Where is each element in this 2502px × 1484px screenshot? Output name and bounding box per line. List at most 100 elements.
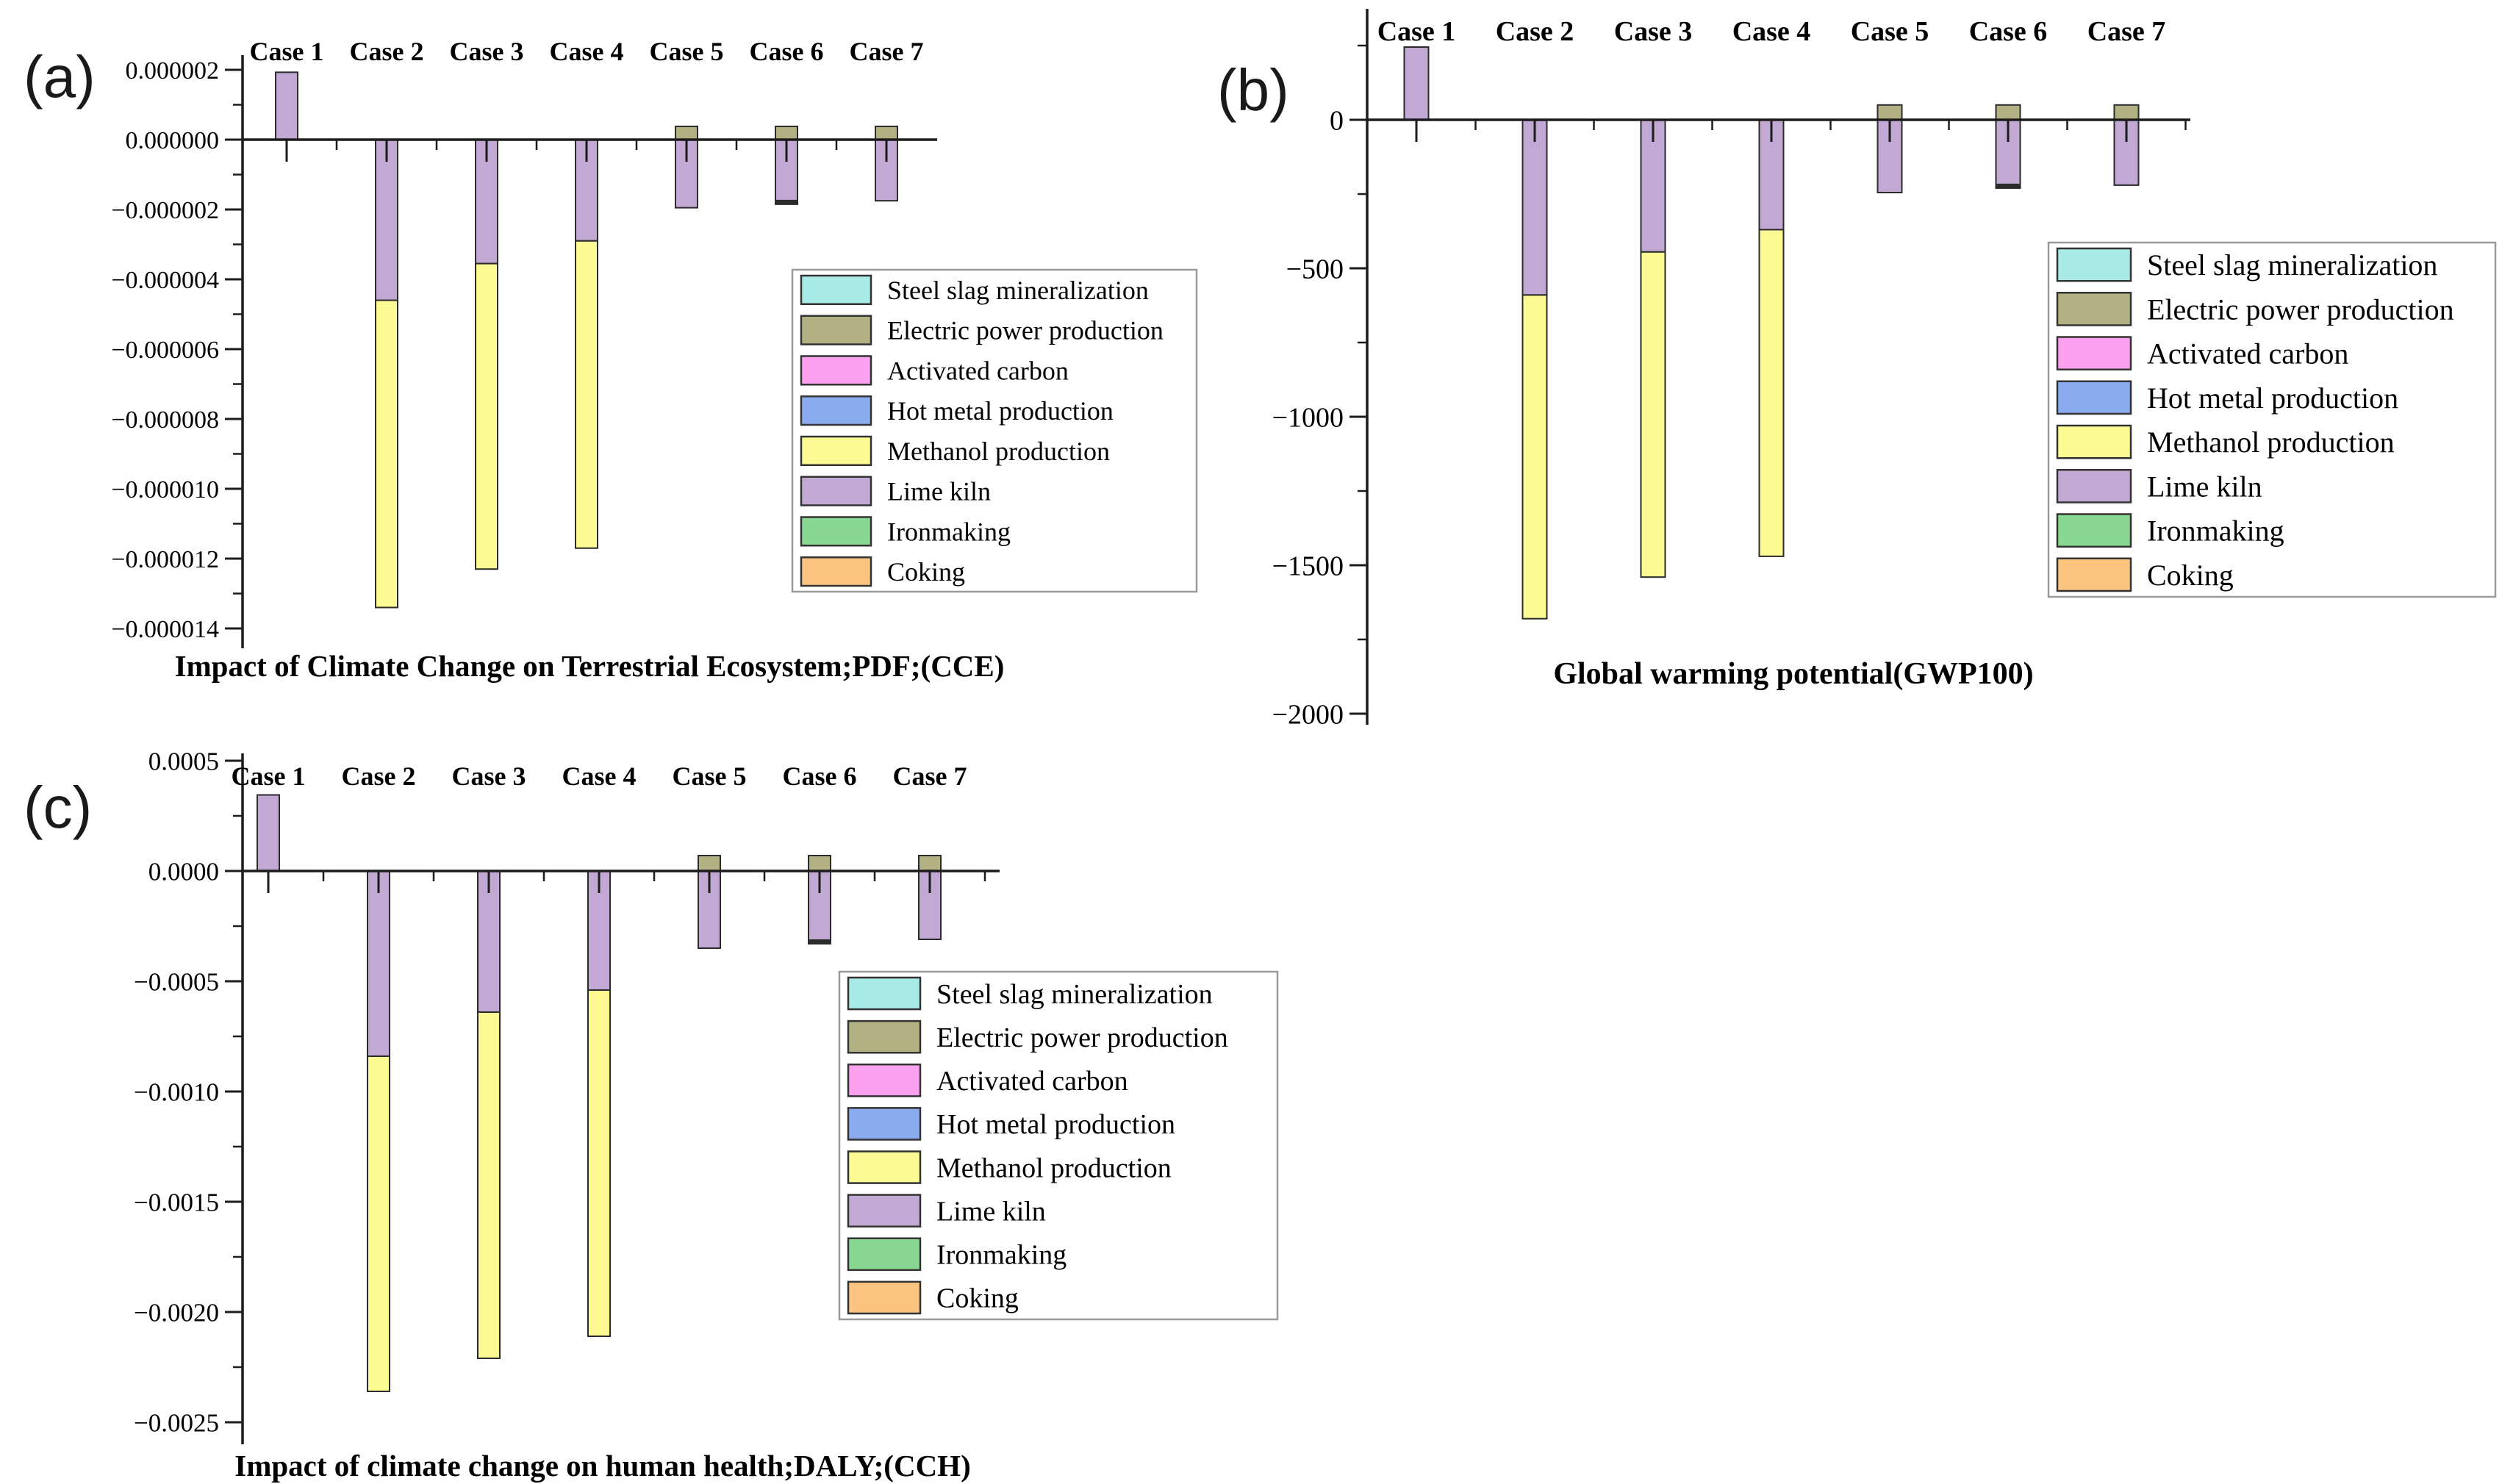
y-tick-label: −1500 — [1272, 551, 1344, 581]
legend-swatch-steel-slag-mineralization — [2056, 247, 2132, 282]
bar-a-case7-electric-power-production — [875, 125, 898, 140]
legend-swatch-steel-slag-mineralization — [800, 274, 872, 305]
x-category-label: Case 7 — [893, 761, 967, 791]
x-category-label: Case 5 — [650, 37, 724, 66]
legend-swatch-electric-power-production — [2056, 292, 2132, 326]
bar-b-case5-electric-power-production — [1876, 104, 1903, 121]
chart-panel-c: 0.00050.0000−0.0005−0.0010−0.0015−0.0020… — [24, 747, 1279, 1483]
y-tick-label: −0.000008 — [111, 406, 219, 434]
bar-a-case2-lime-kiln — [375, 139, 398, 301]
legend-swatch-steel-slag-mineralization — [847, 976, 922, 1011]
legend-swatch-methanol-production — [800, 435, 872, 466]
legend-label: Lime kiln — [936, 1196, 1046, 1227]
x-category-label: Case 2 — [1496, 16, 1574, 47]
bar-c-case4-methanol-production — [587, 989, 611, 1337]
legend-swatch-activated-carbon — [2056, 336, 2132, 370]
bar-a-case6-electric-power-production — [775, 125, 798, 140]
legend-label: Electric power production — [936, 1022, 1228, 1053]
legend-label: Steel slag mineralization — [887, 276, 1149, 305]
bar-a-case2-methanol-production — [375, 299, 398, 609]
legend-swatch-methanol-production — [847, 1150, 922, 1184]
legend-swatch-electric-power-production — [800, 315, 872, 345]
x-category-label: Case 3 — [450, 37, 524, 66]
bar-b-case4-methanol-production — [1758, 229, 1785, 557]
legend-label: Electric power production — [887, 316, 1164, 345]
panel-label: (b) — [1217, 57, 1289, 123]
bar-a-case6-lime-kiln — [775, 139, 798, 205]
legend-label: Ironmaking — [936, 1240, 1067, 1271]
legend-swatch-lime-kiln — [2056, 469, 2132, 503]
legend-swatch-coking — [847, 1280, 922, 1315]
bar-c-case5-electric-power-production — [698, 855, 721, 872]
legend-label: Lime kiln — [2147, 470, 2262, 503]
legend-swatch-electric-power-production — [847, 1019, 922, 1054]
x-category-label: Case 2 — [342, 761, 416, 791]
bar-b-case2-methanol-production — [1521, 294, 1548, 620]
y-tick-label: −0.000006 — [111, 337, 219, 364]
legend-label: Ironmaking — [2147, 515, 2284, 548]
bar-c-case2-methanol-production — [367, 1055, 390, 1392]
y-tick-label: −0.000012 — [111, 546, 219, 573]
x-category-label: Case 6 — [750, 37, 824, 66]
legend-label: Ironmaking — [887, 517, 1011, 546]
bar-b-case6-electric-power-production — [1995, 104, 2021, 121]
y-tick-label: 0.0005 — [148, 747, 219, 775]
y-tick-label: −0.000014 — [111, 616, 219, 643]
chart-title: Impact of climate change on human health… — [234, 1449, 970, 1483]
y-tick-label: −500 — [1286, 254, 1344, 284]
y-tick-label: 0.000002 — [126, 57, 220, 85]
legend-swatch-lime-kiln — [847, 1194, 922, 1227]
x-category-label: Case 6 — [783, 761, 857, 791]
legend-label: Methanol production — [887, 437, 1110, 466]
x-category-label: Case 1 — [250, 37, 324, 66]
x-category-label: Case 4 — [550, 37, 624, 66]
legend-label: Hot metal production — [936, 1109, 1175, 1140]
legend-label: Methanol production — [2147, 426, 2395, 459]
bar-a-case3-methanol-production — [475, 262, 498, 570]
legend-swatch-ironmaking — [847, 1237, 922, 1272]
legend-swatch-hot-metal-production — [2056, 380, 2132, 415]
legend-label: Activated carbon — [887, 356, 1069, 385]
legend-label: Methanol production — [936, 1153, 1172, 1183]
x-category-label: Case 7 — [2087, 16, 2166, 47]
y-tick-label: −0.0005 — [134, 967, 219, 996]
legend-label: Steel slag mineralization — [936, 979, 1213, 1010]
x-category-label: Case 3 — [1614, 16, 1693, 47]
y-tick-label: 0.0000 — [148, 857, 219, 886]
x-category-label: Case 4 — [562, 761, 637, 791]
bar-a-case4-methanol-production — [575, 240, 598, 549]
x-category-label: Case 1 — [232, 761, 306, 791]
legend-label: Activated carbon — [2147, 337, 2348, 370]
bar-b-case2-lime-kiln — [1521, 119, 1548, 296]
x-category-label: Case 1 — [1377, 16, 1456, 47]
panel-label: (a) — [24, 44, 96, 110]
bar-b-case3-methanol-production — [1640, 251, 1666, 578]
y-tick-label: −0.0015 — [134, 1188, 219, 1216]
legend-label: Coking — [887, 557, 965, 587]
legend-swatch-ironmaking — [800, 516, 872, 547]
x-category-label: Case 5 — [673, 761, 747, 791]
y-tick-label: −0.0025 — [134, 1408, 219, 1437]
bar-a-case1-lime-kiln — [275, 71, 298, 140]
x-category-label: Case 7 — [850, 37, 924, 66]
legend-label: Lime kiln — [887, 477, 991, 506]
legend-swatch-activated-carbon — [800, 355, 872, 386]
x-category-label: Case 6 — [1969, 16, 2048, 47]
legend-label: Coking — [936, 1283, 1019, 1314]
legend-swatch-ironmaking — [2056, 513, 2132, 548]
bar-c-case1-lime-kiln — [257, 794, 280, 872]
y-tick-label: −0.0010 — [134, 1078, 219, 1106]
chart-panel-a: 0.0000020.000000−0.000002−0.000004−0.000… — [24, 37, 1198, 683]
legend-swatch-lime-kiln — [800, 476, 872, 506]
legend-swatch-methanol-production — [2056, 424, 2132, 459]
chart-title: Impact of Climate Change on Terrestrial … — [175, 649, 1005, 683]
chart-title: Global warming potential(GWP100) — [1553, 657, 2033, 691]
x-category-label: Case 4 — [1732, 16, 1811, 47]
legend-swatch-coking — [2056, 557, 2132, 592]
legend-label: Steel slag mineralization — [2147, 248, 2437, 282]
bar-c-case2-lime-kiln — [367, 870, 390, 1057]
